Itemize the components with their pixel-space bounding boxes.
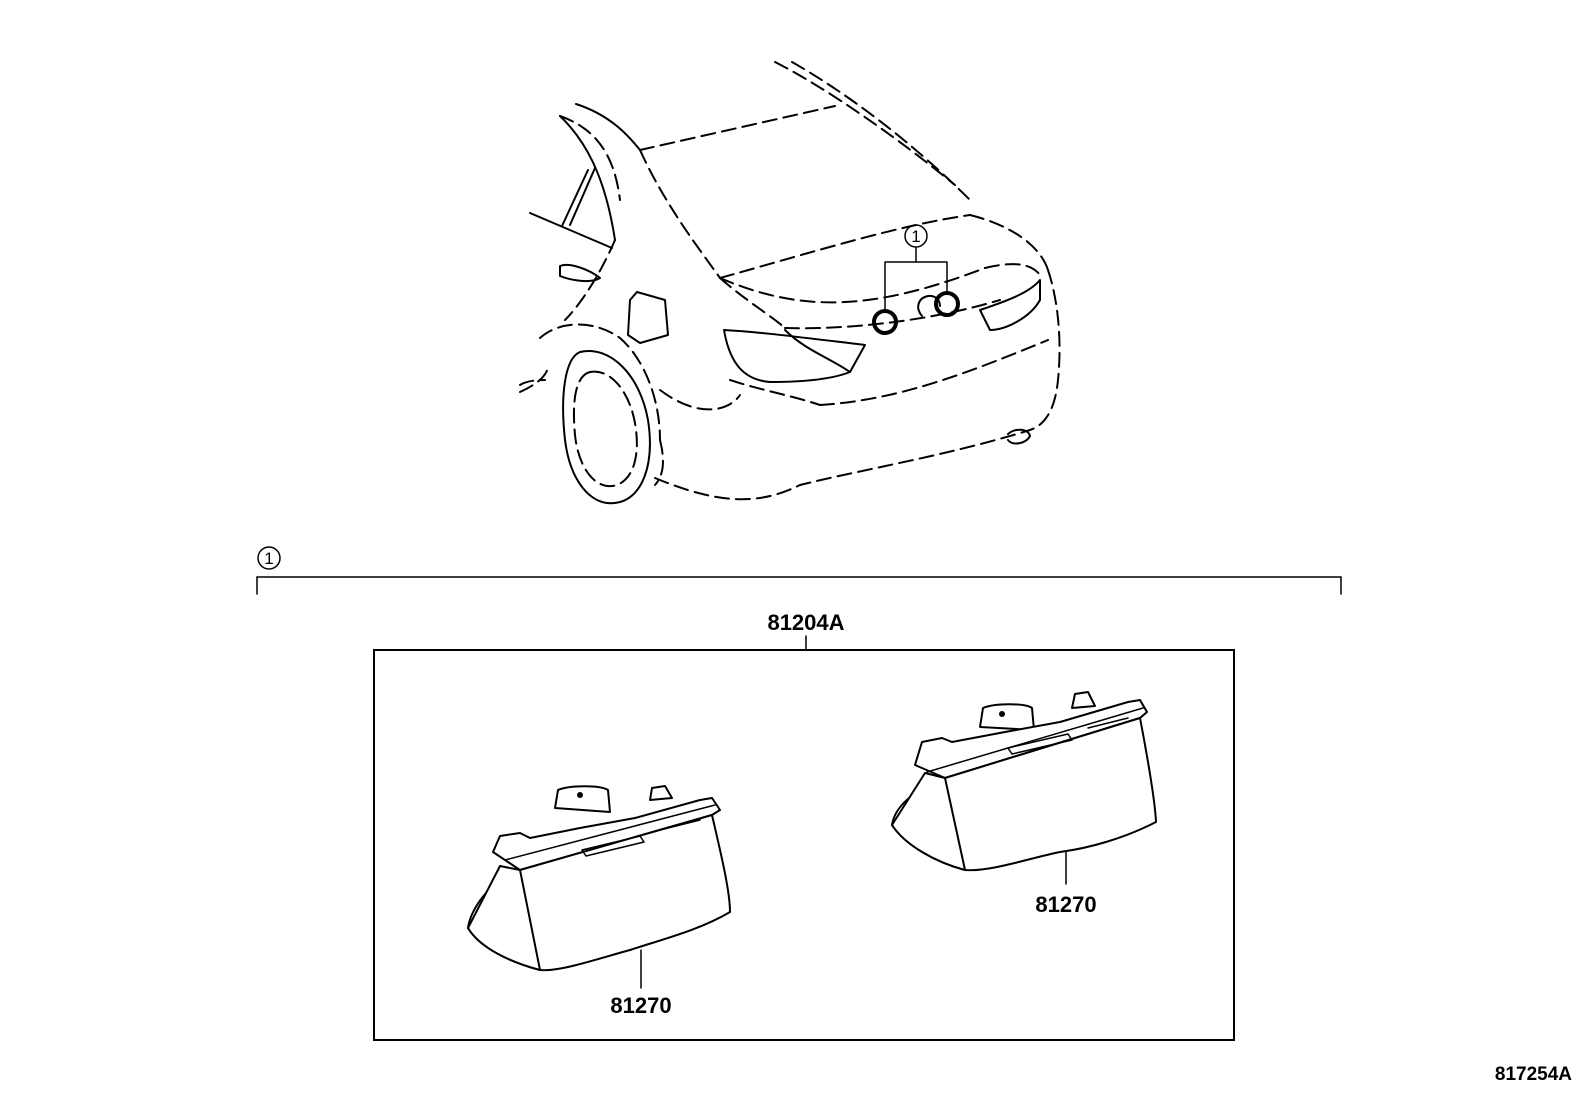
- callout-number: 1: [911, 227, 920, 246]
- vehicle-illustration: 1: [519, 61, 1061, 505]
- assembly-box: [373, 649, 1235, 1041]
- part-number-left-lamp: 81270: [610, 993, 671, 1018]
- assembly-part-number: 81204A: [767, 610, 844, 635]
- section-bracket: 1: [256, 546, 1342, 595]
- assembly-group: 81204A: [373, 610, 1235, 1041]
- part-number-right-lamp: 81270: [1035, 892, 1096, 917]
- license-lamp-left: [467, 785, 731, 972]
- section-number: 1: [264, 549, 273, 568]
- figure-code: 817254A: [1495, 1064, 1572, 1085]
- license-lamp-right: [891, 691, 1157, 872]
